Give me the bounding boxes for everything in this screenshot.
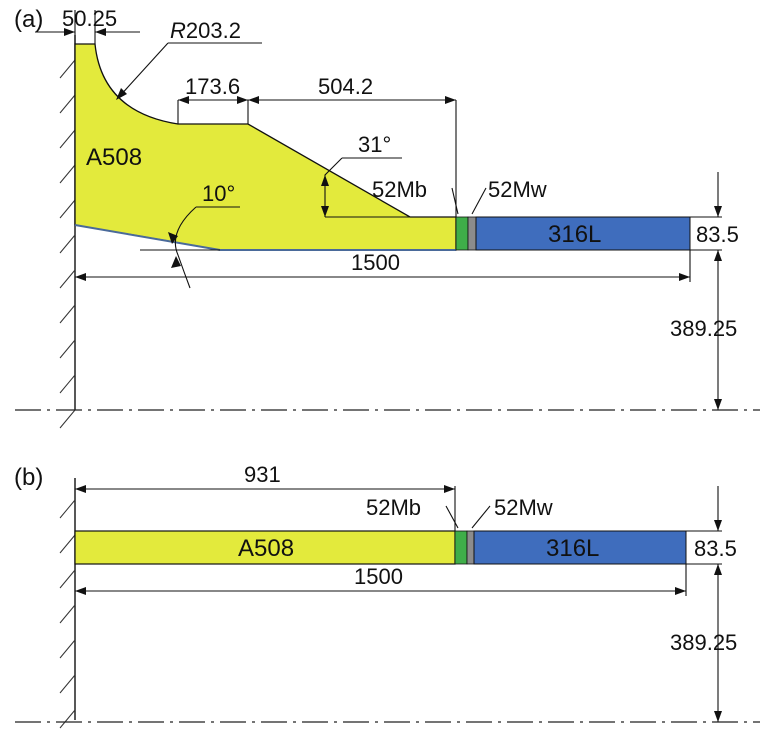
angle-10-text: 10°: [202, 181, 235, 206]
angle-10-annotation: 10°: [140, 181, 240, 289]
316l-label-a: 316L: [548, 221, 601, 248]
panel-b-label: (b): [14, 464, 43, 491]
fixed-support-hatch-b: [59, 478, 76, 729]
weld-label-b: 52Mw: [494, 495, 553, 520]
dim-83-5-text-b: 83.5: [694, 536, 737, 561]
dim-931-text: 931: [244, 462, 281, 487]
radius-text-a: R203.2: [170, 18, 241, 43]
dim-total-length-b: 1500: [75, 564, 687, 596]
pipe-316l-region-b: [473, 530, 687, 565]
dim-a508-length-b: 931: [75, 462, 456, 531]
316l-label-b: 316L: [546, 535, 599, 562]
weld-labels-a: 52Mb 52Mw: [372, 177, 547, 215]
pipe-316l-region: [475, 216, 691, 251]
angle-31-text: 31°: [358, 132, 391, 157]
dim-83-5-text-a: 83.5: [696, 222, 739, 247]
buttering-label-b: 52Mb: [366, 495, 421, 520]
dim-total-length-a: 1500: [75, 250, 691, 282]
dim-inner-radius-b: 389.25: [670, 608, 737, 722]
buttering-52mb-region: [455, 216, 469, 251]
dim-504-2-text: 504.2: [318, 74, 373, 99]
panel-a-label: (a): [14, 6, 43, 33]
weld-labels-b: 52Mb 52Mw: [366, 495, 553, 529]
dim-389-25-text-a: 389.25: [670, 316, 737, 341]
dim-wall-thickness-top: 50.25: [35, 6, 140, 44]
dim-1500-text-b: 1500: [354, 564, 403, 589]
dim-389-25-text-b: 389.25: [670, 630, 737, 655]
dim-173-6-text: 173.6: [185, 74, 240, 99]
a508-label-a: A508: [86, 144, 142, 171]
dim-pipe-thickness-b: 83.5: [686, 486, 737, 608]
dim-flat-length: 173.6: [177, 74, 249, 124]
a508-label-b: A508: [238, 535, 294, 562]
panel-b: (b) A508 316L 931 52Mb: [14, 462, 760, 729]
dim-inner-radius-a: 389.25: [670, 292, 737, 410]
inner-bore-line: [74, 224, 221, 251]
weld-label-a: 52Mw: [488, 177, 547, 202]
dim-1500-text-a: 1500: [351, 250, 400, 275]
dim-pipe-thickness-a: 83.5: [690, 172, 739, 292]
buttering-label-a: 52Mb: [372, 177, 427, 202]
buttering-52mb-region-b: [454, 530, 468, 565]
dim-radius-leader: R203.2: [116, 18, 262, 100]
angle-31-annotation: 31°: [321, 132, 410, 218]
a508-pipe-region-b: [74, 530, 456, 565]
fixed-support-hatch-a: [59, 35, 76, 429]
dim-50-25-text: 50.25: [62, 6, 117, 31]
panel-a: (a) A508 316L: [14, 6, 760, 429]
weld-52mw-region-b: [466, 530, 475, 565]
dim-taper-length: 504.2: [248, 74, 457, 217]
weld-52mw-region: [467, 216, 477, 251]
